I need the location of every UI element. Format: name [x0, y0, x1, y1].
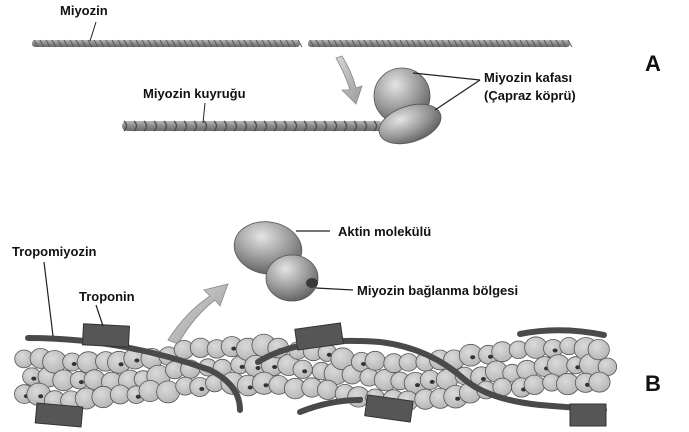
- curved-arrow-a: [336, 56, 362, 104]
- curved-arrow-b: [168, 284, 228, 344]
- actin-binding-spot: [481, 377, 486, 381]
- panel-label-b: B: [645, 372, 661, 396]
- label-cross-bridge: (Çapraz köprü): [484, 88, 576, 103]
- actin-bead: [365, 351, 385, 370]
- myosin-binding-site: [306, 278, 318, 288]
- actin-binding-spot: [264, 383, 269, 387]
- binding-site-leader-line: [316, 288, 353, 290]
- panel-label-a: A: [645, 52, 661, 76]
- actin-binding-spot: [31, 377, 36, 381]
- actin-bead: [524, 375, 545, 394]
- label-myosin-head: Miyozin kafası: [484, 70, 572, 85]
- actin-binding-spot: [199, 387, 204, 391]
- actin-binding-spot: [272, 365, 277, 369]
- troponin-leader-line: [96, 305, 103, 326]
- label-troponin: Troponin: [79, 289, 135, 304]
- myosin-tail-leader-line: [203, 103, 205, 123]
- actin-binding-spot: [38, 394, 43, 398]
- actin-binding-spot: [231, 347, 236, 351]
- actin-molecule: [230, 216, 318, 301]
- label-myosin-binding-site: Miyozin bağlanma bölgesi: [357, 283, 518, 298]
- actin-binding-spot: [415, 383, 420, 387]
- myosin-head-leader-line-2: [435, 80, 480, 110]
- actin-binding-spot: [430, 380, 435, 384]
- myosin-tail: [122, 121, 384, 131]
- actin-binding-spot: [553, 349, 558, 353]
- actin-binding-spot: [240, 365, 245, 369]
- actin-bead: [293, 360, 312, 378]
- actin-binding-spot: [119, 362, 124, 366]
- myosin-leader-line: [90, 22, 96, 41]
- actin-binding-spot: [302, 369, 307, 373]
- label-myosin: Miyozin: [60, 3, 108, 18]
- tropomyosin-leader-line: [44, 262, 53, 336]
- label-actin-molecule: Aktin molekülü: [338, 224, 431, 239]
- actin-binding-spot: [248, 386, 253, 390]
- actin-binding-spot: [256, 366, 261, 370]
- label-myosin-tail: Miyozin kuyruğu: [143, 86, 246, 101]
- myosin-filament: [32, 40, 572, 47]
- actin-bead: [317, 380, 337, 399]
- actin-bead: [399, 354, 418, 372]
- actin-bead: [589, 372, 610, 392]
- actin-binding-spot: [455, 397, 460, 401]
- actin-binding-spot: [72, 362, 77, 366]
- actin-bead: [588, 339, 609, 359]
- actin-binding-spot: [470, 355, 475, 359]
- thin-filament: [15, 323, 617, 427]
- actin-binding-spot: [79, 380, 84, 384]
- actin-binding-spot: [134, 359, 139, 363]
- label-tropomyosin: Tropomiyozin: [12, 244, 97, 259]
